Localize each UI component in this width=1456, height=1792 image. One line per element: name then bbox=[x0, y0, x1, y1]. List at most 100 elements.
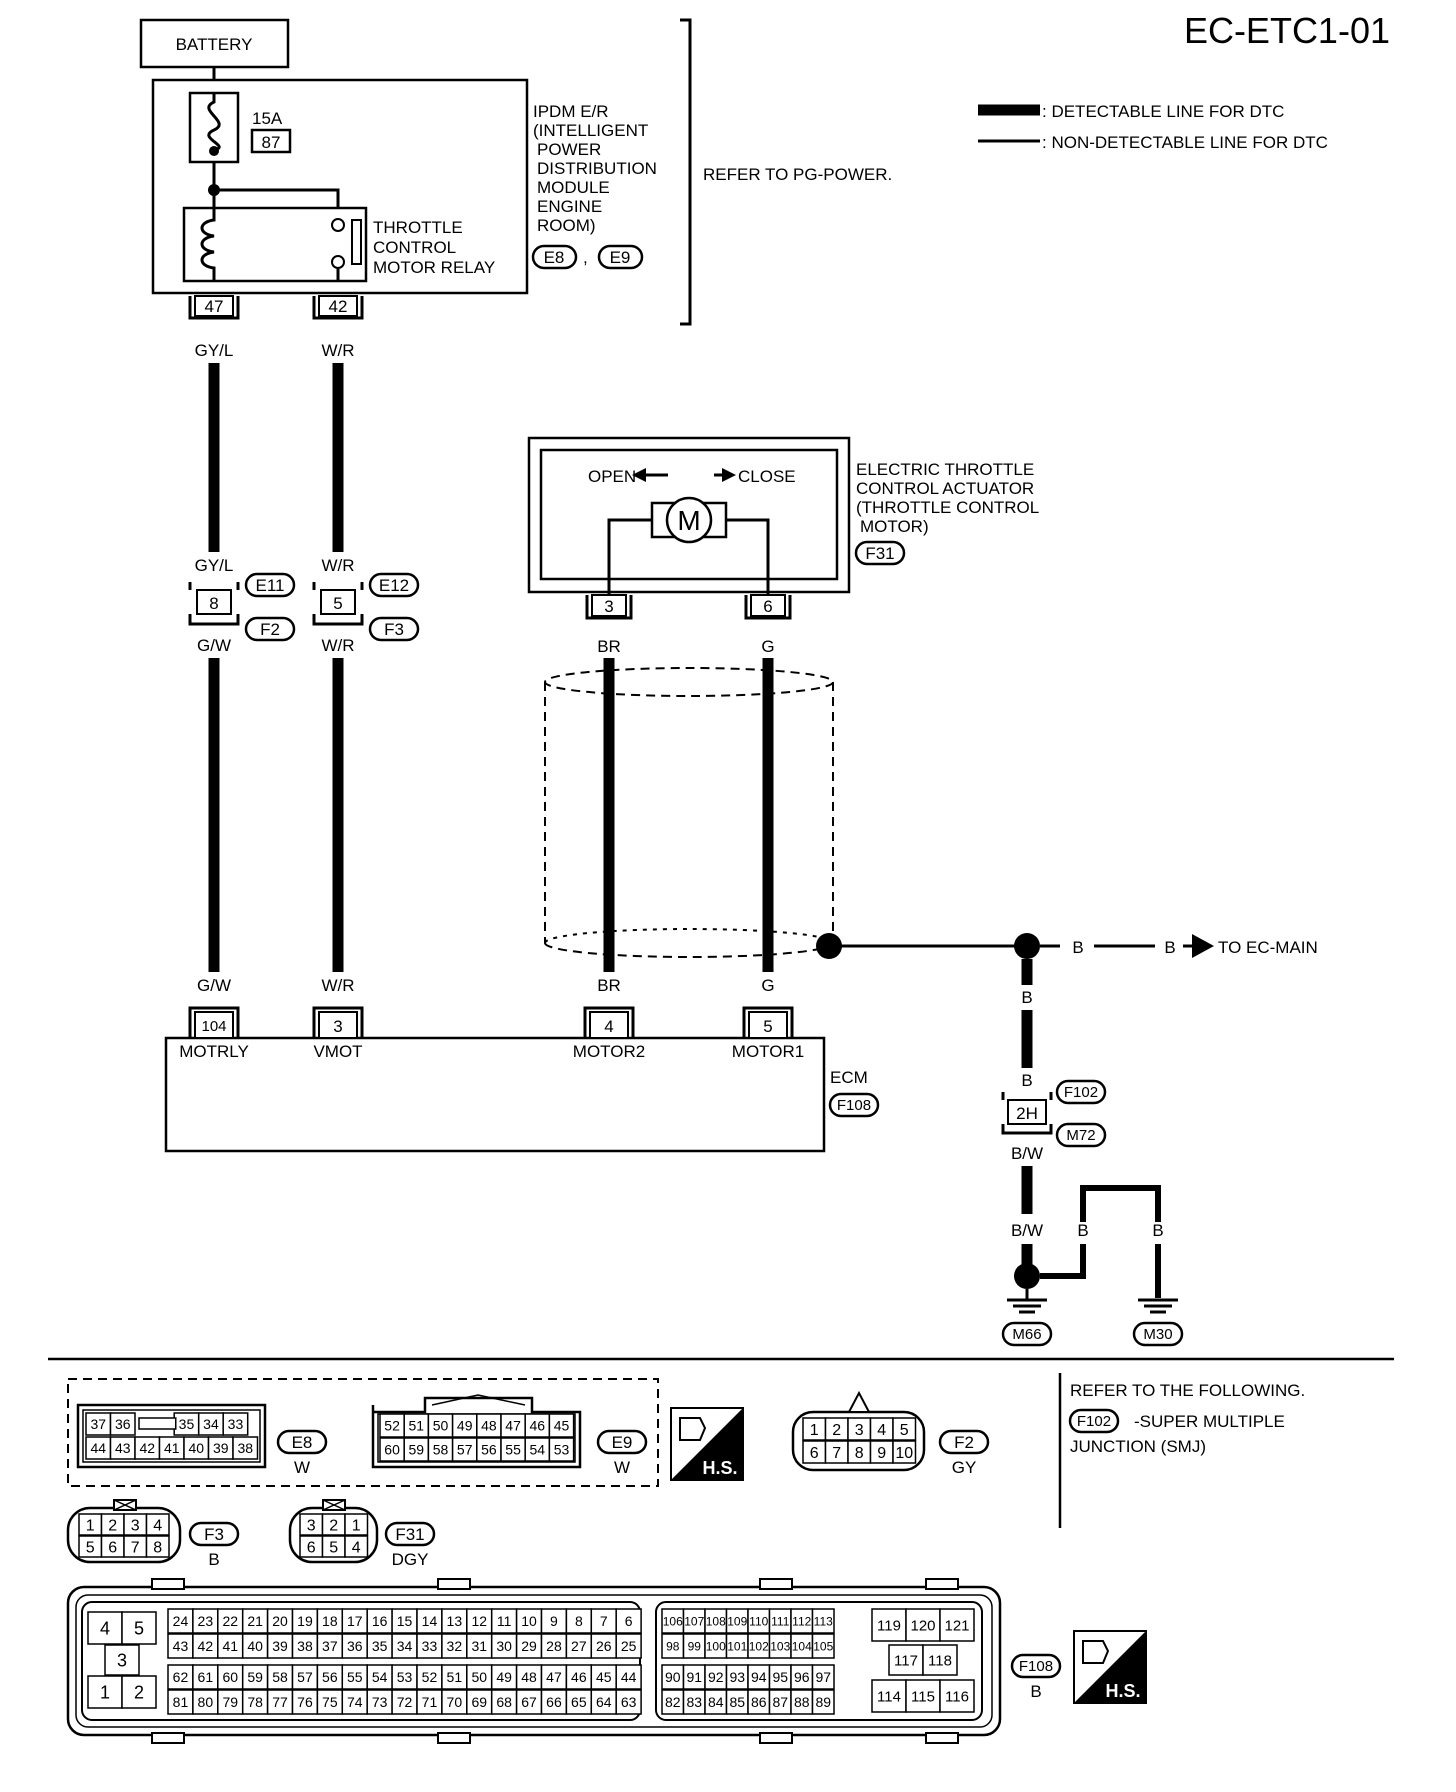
svg-text:3: 3 bbox=[604, 597, 613, 616]
f3-pin-label: 1 bbox=[86, 1517, 95, 1534]
ground-m66-icon bbox=[1007, 1298, 1047, 1314]
f108-pin-label: 121 bbox=[944, 1617, 969, 1634]
cv-f31-color: DGY bbox=[392, 1550, 429, 1569]
wire-color-wr-bottom: W/R bbox=[321, 976, 354, 995]
e9-pin-label: 59 bbox=[409, 1442, 425, 1458]
f108-pin-label: 97 bbox=[815, 1669, 831, 1685]
f108-cell bbox=[590, 1633, 617, 1659]
f108-cell bbox=[391, 1633, 418, 1659]
f108-cell bbox=[466, 1689, 493, 1715]
svg-text:42: 42 bbox=[329, 297, 348, 316]
wire-color-bw-2: B/W bbox=[1011, 1221, 1043, 1240]
svg-text:MOTOR): MOTOR) bbox=[860, 517, 929, 536]
svg-text:F2: F2 bbox=[260, 620, 280, 639]
f108-pin-label: 67 bbox=[521, 1694, 537, 1710]
f108-pin-label: 38 bbox=[297, 1638, 313, 1654]
f108-pin-label: 106 bbox=[663, 1614, 683, 1628]
e9-pin-label: 51 bbox=[409, 1418, 425, 1434]
e8-cell bbox=[222, 1412, 249, 1436]
e8-pin-label: 42 bbox=[139, 1440, 155, 1456]
f108-pin-label: 10 bbox=[521, 1613, 537, 1629]
svg-text:F108: F108 bbox=[1019, 1658, 1053, 1675]
ground-splice bbox=[1014, 933, 1040, 959]
f108-pin-label: 8 bbox=[575, 1613, 583, 1629]
f108-pin-label: 68 bbox=[496, 1694, 512, 1710]
f108-cell bbox=[121, 1611, 157, 1645]
relay-switch bbox=[351, 219, 362, 265]
e8-pin-label: 33 bbox=[228, 1416, 244, 1432]
svg-text:POWER: POWER bbox=[537, 140, 601, 159]
legend-non-detectable: : NON-DETECTABLE LINE FOR DTC bbox=[1042, 133, 1328, 152]
arrow-left-icon bbox=[632, 468, 646, 482]
svg-text:E9: E9 bbox=[610, 248, 631, 267]
f108-cell bbox=[266, 1664, 294, 1690]
f3-pin-label: 5 bbox=[86, 1539, 95, 1556]
f108-pin-label: 47 bbox=[546, 1669, 562, 1685]
connector-e12 bbox=[368, 572, 420, 598]
f31-pin-label: 3 bbox=[307, 1517, 316, 1534]
f108-cell bbox=[871, 1679, 907, 1713]
ipdm-connector-e8 bbox=[531, 244, 578, 270]
e8-pin-label: 44 bbox=[90, 1440, 106, 1456]
fuse-icon bbox=[207, 93, 221, 152]
f108-pin-label: 52 bbox=[422, 1669, 438, 1685]
f108-pin-label: 59 bbox=[247, 1669, 263, 1685]
f31-pin-label: 1 bbox=[352, 1517, 361, 1534]
e8-pin-label: 38 bbox=[237, 1440, 253, 1456]
svg-text:F31: F31 bbox=[395, 1525, 424, 1544]
f108-pin-label: 110 bbox=[749, 1614, 768, 1628]
f108-pin-label: 5 bbox=[134, 1618, 144, 1638]
hs-badge-2: H.S. bbox=[1073, 1630, 1147, 1704]
svg-text:E8: E8 bbox=[292, 1433, 313, 1452]
svg-text:CONTROL ACTUATOR: CONTROL ACTUATOR bbox=[856, 479, 1034, 498]
joint-connector-8: 8 bbox=[188, 582, 240, 626]
connector-m66 bbox=[1001, 1321, 1053, 1347]
wire-color-gyl-top: GY/L bbox=[195, 341, 234, 360]
f3-cell bbox=[145, 1513, 170, 1536]
f108-cell bbox=[167, 1633, 194, 1659]
e8-pin-label: 35 bbox=[179, 1416, 195, 1432]
f108-pin-label: 86 bbox=[751, 1694, 767, 1710]
ecm-pin-3: 3 bbox=[312, 1006, 364, 1039]
relay-label-3: MOTOR RELAY bbox=[373, 258, 495, 277]
f108-pin-label: 18 bbox=[322, 1613, 338, 1629]
f108-pin-label: 71 bbox=[422, 1694, 438, 1710]
f2-pin-label: 3 bbox=[855, 1422, 864, 1439]
f108-cell bbox=[922, 1644, 958, 1676]
svg-text:ROOM): ROOM) bbox=[537, 216, 596, 235]
f3-pin-label: 7 bbox=[131, 1539, 140, 1556]
f108-pin-label: 54 bbox=[372, 1669, 388, 1685]
e9-pin-label: 54 bbox=[530, 1442, 546, 1458]
e8-pin-label: 34 bbox=[203, 1416, 219, 1432]
smj-connector-f102 bbox=[1068, 1408, 1120, 1434]
f108-pin-label: 65 bbox=[571, 1694, 587, 1710]
cv-e8-tag bbox=[276, 1429, 328, 1455]
actuator-close: CLOSE bbox=[738, 467, 796, 486]
f108-pin-label: 104 bbox=[792, 1639, 812, 1653]
f108-cell bbox=[416, 1608, 443, 1634]
refer-pg-power: REFER TO PG-POWER. bbox=[703, 165, 892, 184]
f3-pin-label: 2 bbox=[108, 1517, 117, 1534]
f108-cell bbox=[441, 1633, 468, 1659]
svg-text:3: 3 bbox=[333, 1017, 342, 1036]
f108-cell bbox=[167, 1608, 194, 1634]
e9-pin-label: 49 bbox=[457, 1418, 473, 1434]
ecm-pin-5: 5 bbox=[742, 1006, 794, 1039]
f108-pin-label: 28 bbox=[546, 1638, 562, 1654]
f108-cell bbox=[416, 1633, 443, 1659]
ground-m30-icon bbox=[1138, 1298, 1178, 1314]
svg-text:104: 104 bbox=[201, 1018, 226, 1035]
f3-pin-label: 3 bbox=[131, 1517, 140, 1534]
f108-pin-label: 84 bbox=[708, 1694, 724, 1710]
connector-f108 bbox=[828, 1092, 880, 1118]
f108-cell bbox=[939, 1608, 975, 1642]
e8-pin-label: 41 bbox=[164, 1440, 180, 1456]
connector-view-icon bbox=[679, 1417, 707, 1441]
e9-pin-label: 47 bbox=[505, 1418, 521, 1434]
f108-cell bbox=[341, 1633, 368, 1659]
f108-pin-label: 63 bbox=[621, 1694, 637, 1710]
f108-pin-label: 85 bbox=[729, 1694, 745, 1710]
wire-color-b-6: B bbox=[1152, 1221, 1163, 1240]
